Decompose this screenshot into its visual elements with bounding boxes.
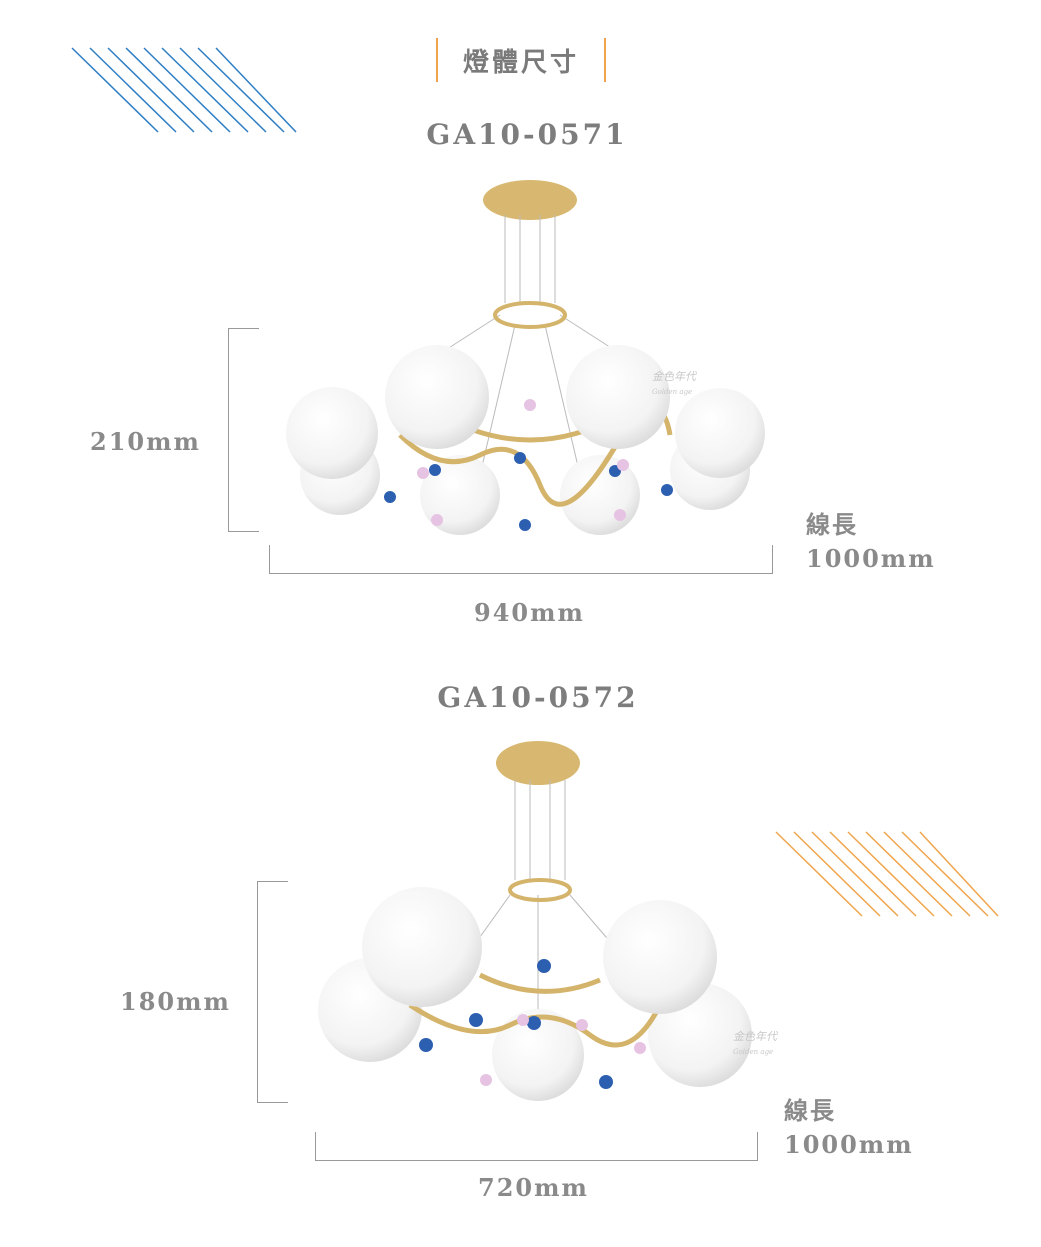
orange-stripes-decoration — [775, 831, 999, 917]
cord-length: 1000mm — [784, 1130, 914, 1159]
watermark-subtext: Golden age — [733, 1048, 774, 1056]
chandelier-image-ga10-0572 — [318, 741, 752, 1101]
watermark-subtext: Golden age — [652, 388, 693, 396]
width-bracket — [315, 1132, 758, 1161]
height-dimension: 180mm — [120, 987, 231, 1016]
height-dimension: 210mm — [90, 427, 201, 456]
cord-length: 1000mm — [806, 544, 936, 573]
width-dimension: 720mm — [478, 1173, 589, 1202]
height-bracket — [257, 881, 288, 1103]
product-model: GA10-0572 — [437, 681, 639, 714]
cord-label: 線長 — [806, 510, 858, 539]
section-title-text: 燈體尺寸 — [462, 47, 579, 78]
height-bracket — [228, 328, 259, 532]
width-bracket — [269, 545, 773, 574]
cord-label: 線長 — [784, 1096, 836, 1125]
watermark-text: 金色年代 — [652, 370, 696, 383]
cord-length-info: 線長 1000mm — [806, 508, 936, 576]
watermark-text: 金色年代 — [733, 1030, 777, 1043]
blue-stripes-decoration — [71, 47, 297, 133]
watermark-logo: 金色年代 Golden age — [733, 1028, 777, 1057]
watermark-logo: 金色年代 Golden age — [652, 368, 696, 397]
cord-length-info: 線長 1000mm — [784, 1094, 914, 1162]
section-title: 燈體尺寸 — [436, 38, 606, 82]
title-bar-left — [436, 38, 438, 82]
title-bar-right — [604, 38, 606, 82]
chandelier-image-ga10-0571 — [286, 180, 765, 535]
product-model: GA10-0571 — [426, 118, 628, 151]
width-dimension: 940mm — [474, 598, 585, 627]
